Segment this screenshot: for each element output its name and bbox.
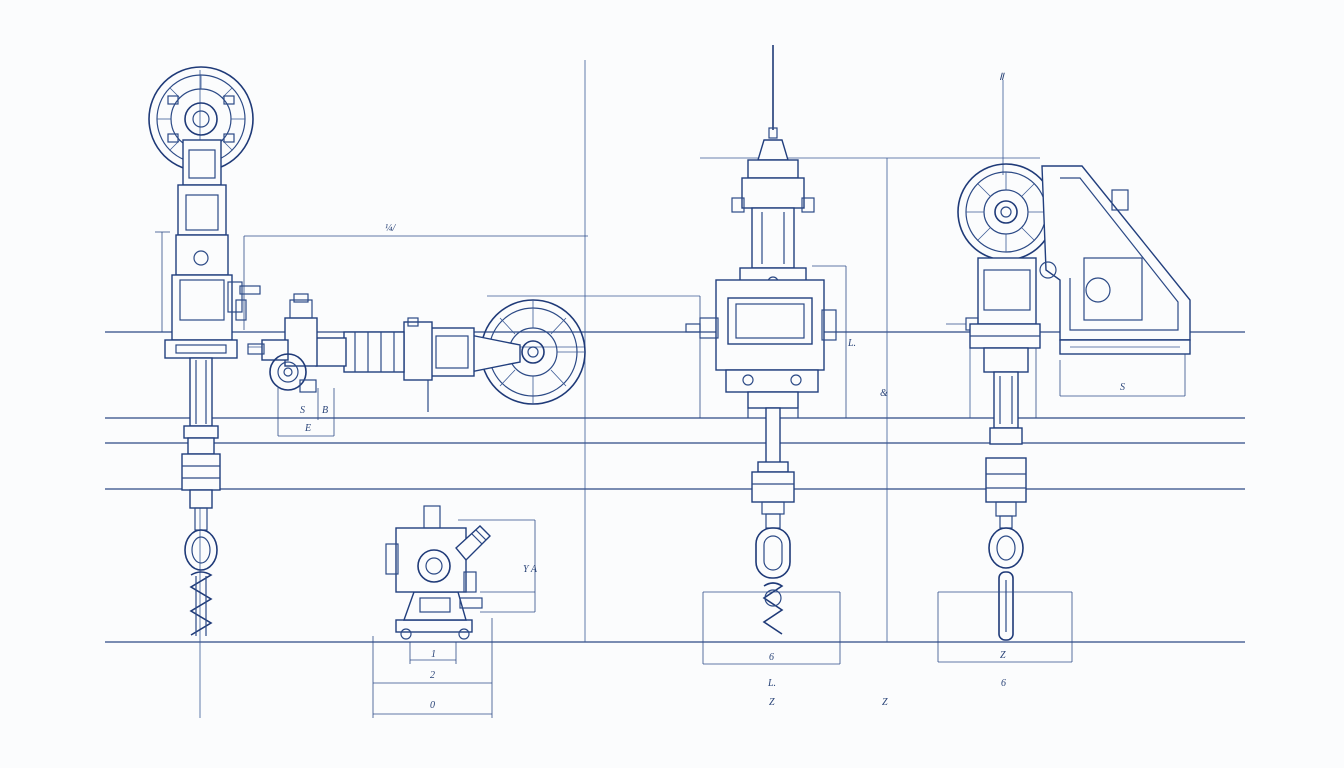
below-label-2: Z <box>769 697 775 708</box>
center-hoist: L. & 6 L. Z Z <box>685 45 888 708</box>
right-width-dim: Z <box>1000 650 1006 661</box>
horizontal-hoist: S B E <box>247 293 700 437</box>
small-motor-width-2: 2 <box>430 670 435 681</box>
small-motor-vertical-dim: Y A <box>523 564 538 575</box>
small-motor-width-3: 0 <box>430 700 435 711</box>
below-label-3: Z <box>882 697 888 708</box>
left-hoist: ¼/ <box>148 66 588 718</box>
center-vertical-dim: & <box>880 388 888 399</box>
small-dim-a: S <box>300 405 305 416</box>
top-dimension-label: ¼/ <box>385 223 397 234</box>
small-dim-c: E <box>304 423 311 434</box>
small-dim-b: B <box>322 405 328 416</box>
hook-top-label: Ⅱ <box>999 72 1005 83</box>
right-hoist: Ⅱ <box>937 72 1191 689</box>
small-motor-width-1: 1 <box>431 649 436 660</box>
center-width-dim: 6 <box>769 652 774 663</box>
right-bottom-dim: S <box>1120 382 1125 393</box>
center-right-dim: L. <box>847 338 856 349</box>
small-motor-unit: Y A 1 2 0 <box>372 505 538 718</box>
below-label-1: L. <box>767 678 776 689</box>
below-label-4: 6 <box>1001 678 1006 689</box>
